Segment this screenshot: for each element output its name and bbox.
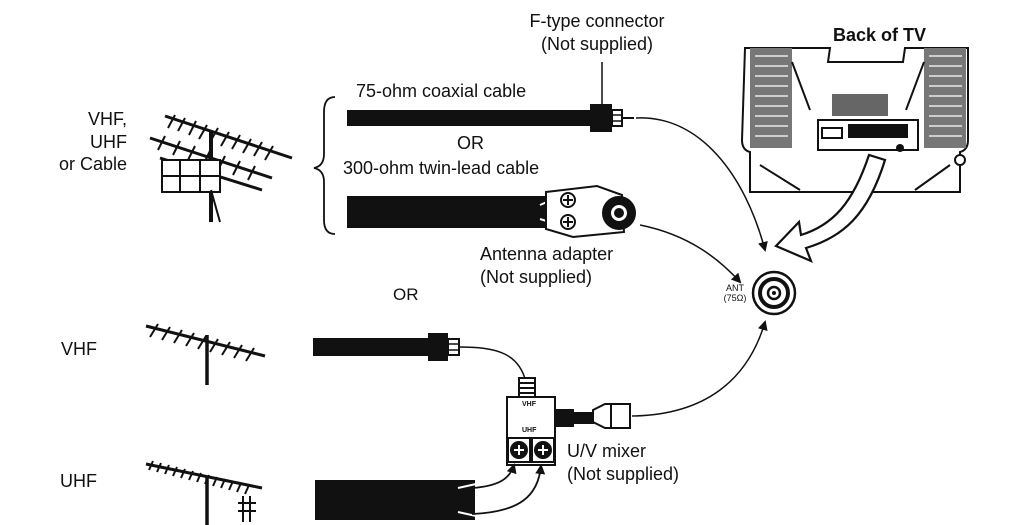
adapter-to-ant-arrow [639, 224, 742, 284]
source-label-vhf: VHF [61, 339, 97, 359]
vhf-coaxial-cable [313, 338, 431, 356]
mixer-uhf-port-label: UHF [522, 427, 537, 434]
cable-or-label: OR [457, 133, 484, 153]
main-or-label: OR [393, 285, 419, 304]
uhf-twin-lead-cable [315, 480, 475, 520]
source-label-combo: VHF, UHF or Cable [58, 109, 127, 174]
f-connector-label: F-type connector (Not supplied) [529, 11, 665, 54]
antenna-icon [149, 114, 293, 223]
f-connector-icon [428, 333, 460, 361]
back-of-tv-label: Back of TV [833, 25, 927, 45]
uv-mixer-label: U/V mixer (Not supplied) [567, 441, 680, 484]
ant-terminal-label: ANT (75Ω) [723, 283, 747, 303]
uv-mixer-icon [506, 377, 594, 466]
cable-options-bracket [313, 96, 336, 235]
uhf-lead-arrow-right [471, 464, 546, 515]
antenna-icon [145, 460, 263, 525]
twin-lead-cable [347, 196, 555, 228]
coax-cable-label: 75-ohm coaxial cable [356, 81, 527, 101]
antenna-icon [145, 323, 266, 385]
uhf-lead-arrow-left [471, 463, 517, 489]
vhf-to-mixer-arrow [458, 346, 531, 390]
twin-lead-label: 300-ohm twin-lead cable [343, 158, 540, 178]
mixer-to-ant-arrow [631, 320, 768, 417]
f-connector-icon [592, 403, 631, 429]
tv-to-terminal-arrow [774, 153, 887, 264]
f-connector-icon [590, 104, 634, 132]
ant-terminal-icon [751, 270, 797, 316]
coax-to-ant-arrow [635, 117, 768, 252]
coaxial-cable [347, 110, 595, 126]
mixer-vhf-port-label: VHF [522, 401, 536, 408]
antenna-adapter-icon [545, 184, 636, 239]
tv-back-icon [740, 47, 969, 193]
antenna-adapter-label: Antenna adapter (Not supplied) [480, 244, 614, 287]
source-label-uhf: UHF [60, 471, 97, 491]
